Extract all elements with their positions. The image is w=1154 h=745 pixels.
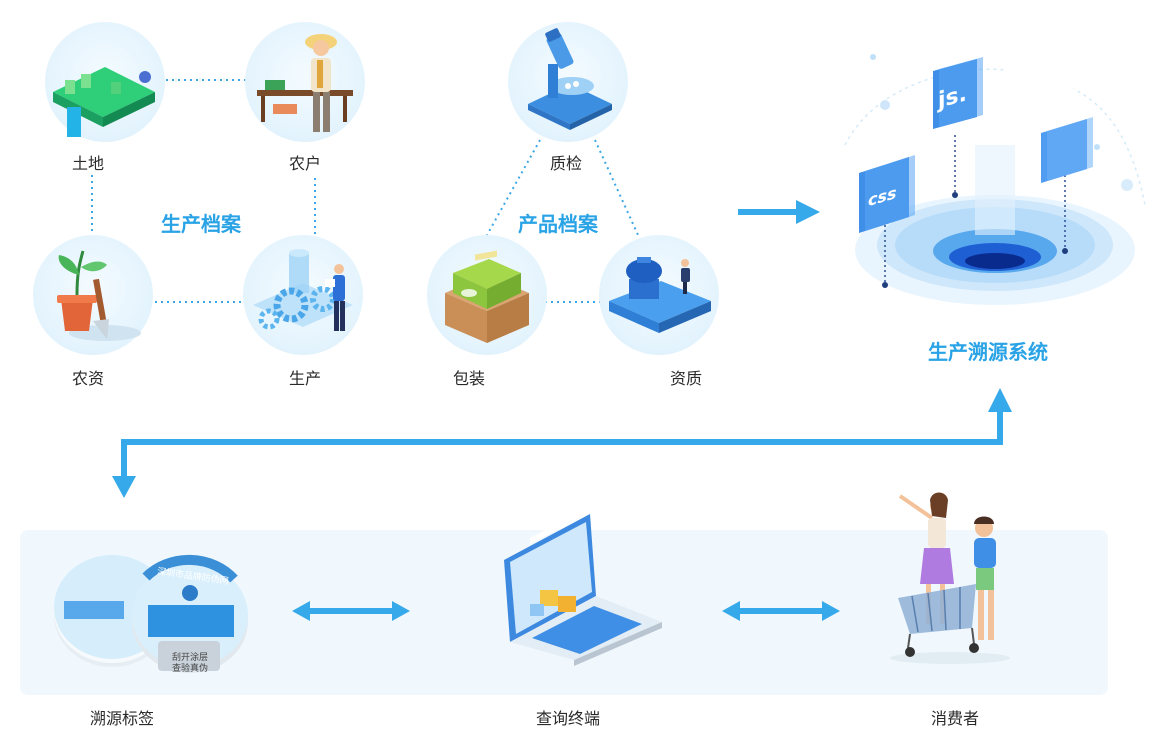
consumer-caption: 消费者 bbox=[930, 709, 979, 728]
system-illustration: js. css bbox=[835, 45, 1146, 320]
production-node[interactable] bbox=[243, 235, 363, 355]
land-label: 土地 bbox=[71, 154, 104, 173]
farmer-icon bbox=[257, 34, 353, 132]
scratch-text: 刮开涂层 查验真伪 bbox=[164, 653, 216, 675]
materials-node[interactable] bbox=[33, 235, 153, 355]
label-icon bbox=[54, 554, 248, 673]
gears-icon bbox=[253, 249, 353, 331]
land-icon bbox=[53, 67, 155, 137]
farmer-label: 农户 bbox=[288, 154, 321, 173]
trace-label-stickers[interactable]: 刮开涂层 查验真伪 深圳市品牌防伪网 bbox=[50, 554, 250, 680]
inspection-label: 质检 bbox=[549, 154, 582, 173]
shoppers-icon bbox=[890, 492, 1010, 664]
laptop-icon bbox=[504, 514, 662, 666]
qualification-node[interactable] bbox=[599, 235, 719, 355]
microscope-icon bbox=[528, 28, 612, 130]
qualification-label: 资质 bbox=[669, 369, 702, 388]
query-terminal-caption: 查询终端 bbox=[535, 709, 600, 728]
land-node[interactable] bbox=[45, 22, 165, 142]
system-title: 生产溯源系统 bbox=[928, 340, 1048, 364]
product-archive-title: 产品档案 bbox=[518, 212, 598, 236]
arrow-label-terminal bbox=[292, 601, 410, 621]
scratch-text-line2: 查验真伪 bbox=[171, 664, 208, 674]
query-terminal-laptop[interactable] bbox=[470, 510, 670, 666]
inspection-node[interactable] bbox=[508, 22, 628, 142]
packaging-node[interactable] bbox=[427, 235, 547, 355]
trace-label-caption: 溯源标签 bbox=[89, 709, 154, 728]
consumer-illustration[interactable] bbox=[880, 488, 1030, 668]
packaging-label: 包装 bbox=[452, 369, 485, 388]
box-icon bbox=[445, 250, 529, 343]
arrow-terminal-consumer bbox=[722, 601, 840, 621]
production-label: 生产 bbox=[288, 369, 321, 388]
farmer-node[interactable] bbox=[245, 22, 365, 142]
arrow-to-system bbox=[738, 200, 820, 224]
platform-icon bbox=[844, 54, 1146, 305]
seedling-icon bbox=[57, 250, 141, 341]
scratch-text-line1: 刮开涂层 bbox=[171, 653, 208, 663]
materials-label: 农资 bbox=[71, 369, 104, 388]
certificate-icon bbox=[609, 257, 711, 333]
production-archive-title: 生产档案 bbox=[161, 212, 241, 236]
